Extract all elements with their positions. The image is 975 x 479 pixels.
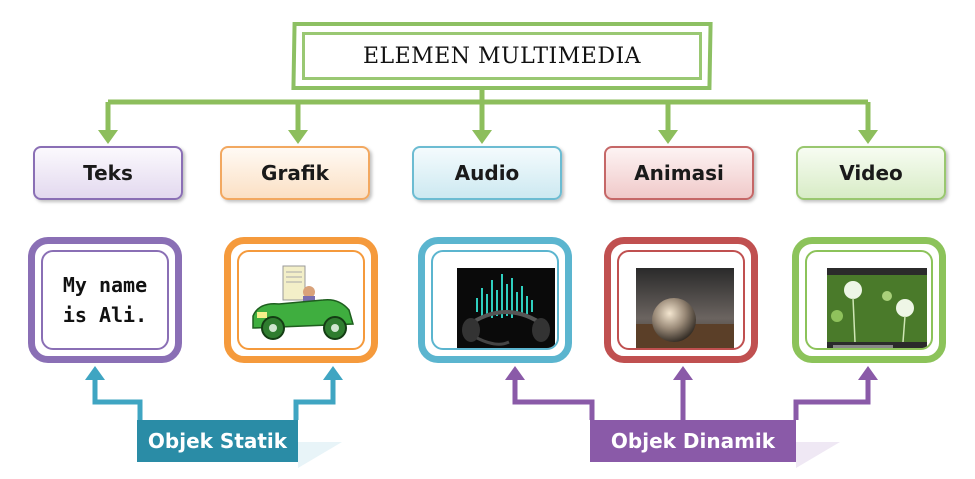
teks-frame: My name is Ali.	[28, 237, 182, 363]
title-banner: ELEMEN MULTIMEDIA	[302, 32, 702, 80]
teks-line-2: is Ali.	[43, 300, 167, 330]
category-video: Video	[796, 146, 946, 200]
animasi-frame	[604, 237, 758, 363]
car-clipart-image	[239, 252, 365, 350]
headphones-audio-image	[457, 268, 555, 350]
audio-frame	[418, 237, 572, 363]
page-title: ELEMEN MULTIMEDIA	[363, 44, 641, 69]
tag-objek-dinamik: Objek Dinamik	[590, 420, 796, 462]
category-teks: Teks	[33, 146, 183, 200]
teks-line-1: My name	[43, 270, 167, 300]
dandelion-video-image	[827, 268, 927, 350]
category-animasi: Animasi	[604, 146, 754, 200]
crystal-ball-animation-image	[636, 268, 734, 350]
category-grafik: Grafik	[220, 146, 370, 200]
category-audio: Audio	[412, 146, 562, 200]
grafik-frame	[224, 237, 378, 363]
teks-sample: My name is Ali.	[43, 270, 167, 330]
video-frame	[792, 237, 946, 363]
tag-objek-statik: Objek Statik	[137, 420, 298, 462]
